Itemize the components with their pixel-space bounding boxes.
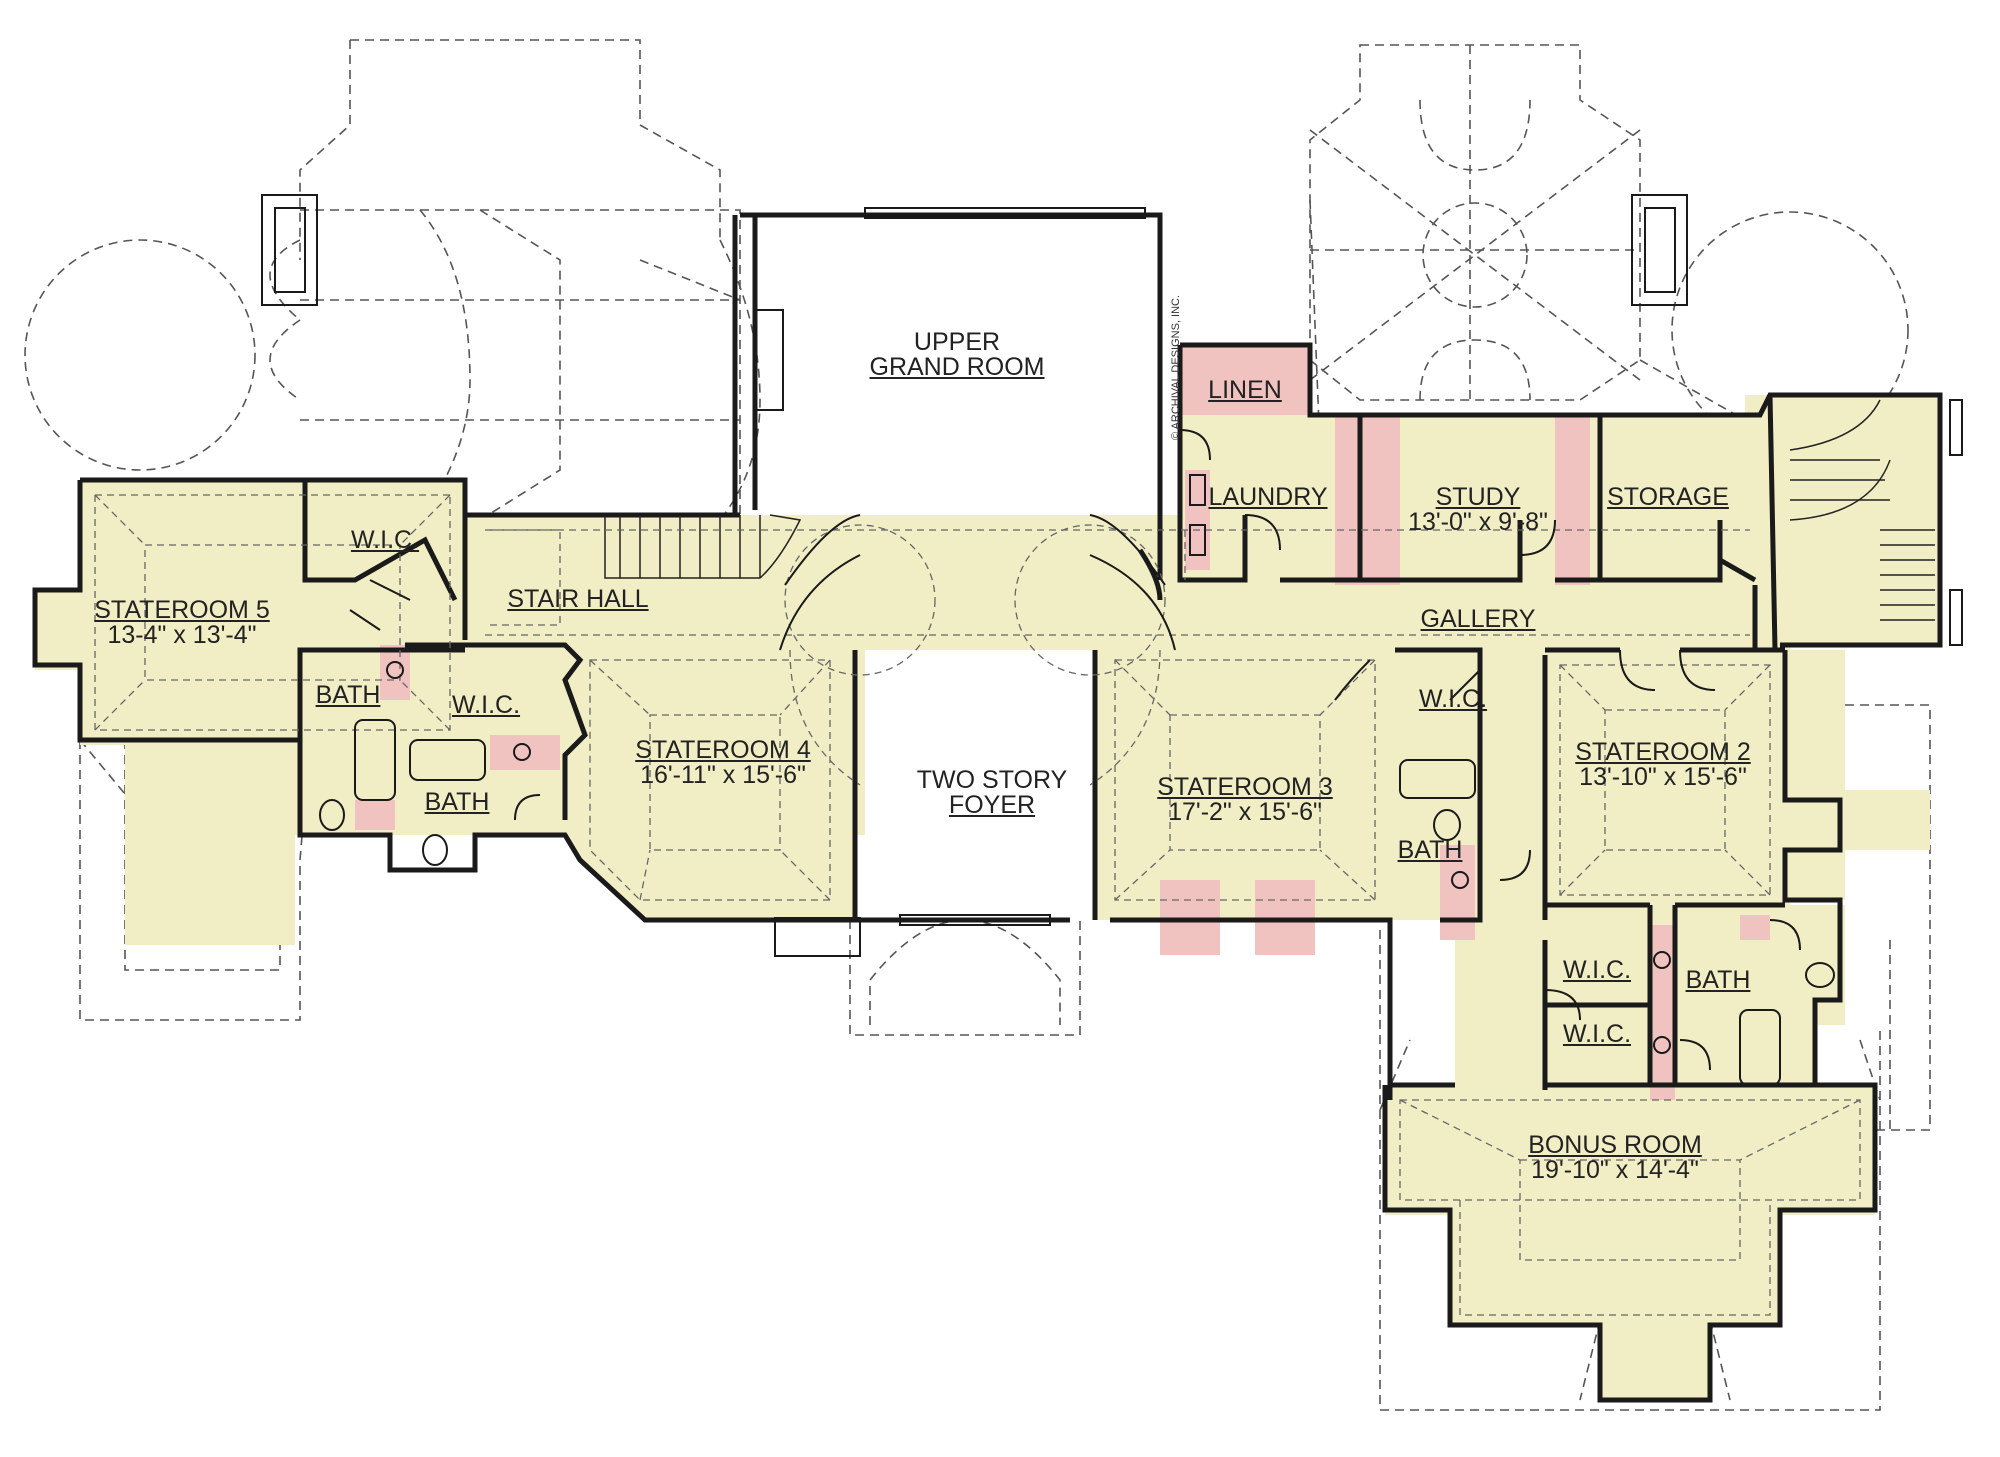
room-wic-2b: W.I.C. [1563,1022,1631,1047]
room-name: STATEROOM 5 [94,596,270,624]
room-label-line2: GRAND ROOM [869,353,1045,381]
room-name: W.I.C. [1562,956,1632,984]
room-name: W.I.C. [451,691,521,719]
room-wic-2a: W.I.C. [1563,958,1631,983]
room-label-line1: UPPER [913,328,1001,356]
room-name: BATH [315,681,381,709]
room-name: STATEROOM 4 [635,736,811,764]
room-upper-grand-room: UPPER GRAND ROOM [870,330,1045,380]
room-linen: LINEN [1208,378,1282,403]
room-name: BATH [424,788,490,816]
walls [32,212,1943,1403]
room-name: STUDY [1435,483,1521,511]
room-dimensions: 17'-2" x 15'-6" [1168,798,1322,826]
room-dimensions: 13'-0" x 9'-8" [1408,508,1548,536]
room-name: W.I.C. [1418,685,1488,713]
room-bath-4: BATH [425,790,490,815]
room-stateroom-2: STATEROOM 2 13'-10" x 15'-6" [1575,740,1750,790]
fixtures [319,474,1835,1086]
room-two-story-foyer: TWO STORY FOYER [917,768,1067,818]
room-name: GALLERY [1420,605,1536,633]
room-name: W.I.C. [350,526,420,554]
room-dimensions: 19'-10" x 14'-4" [1531,1156,1699,1184]
room-name: STAIR HALL [507,585,649,613]
room-bath-5: BATH [316,683,381,708]
room-wic-4: W.I.C. [452,693,520,718]
room-stateroom-4: STATEROOM 4 16'-11" x 15'-6" [635,738,810,788]
room-stair-hall: STAIR HALL [507,587,648,612]
room-name: STATEROOM 3 [1157,773,1333,801]
windows [261,194,1963,957]
room-wic-3: W.I.C. [1419,687,1487,712]
room-laundry: LAUNDRY [1208,485,1327,510]
stairs [604,399,1935,621]
room-name: BONUS ROOM [1528,1131,1702,1159]
room-name: LAUNDRY [1208,483,1328,511]
copyright-credit: © ARCHIVAL DESIGNS, INC. [1170,294,1182,440]
room-stateroom-3: STATEROOM 3 17'-2" x 15'-6" [1157,775,1332,825]
room-name: LINEN [1208,376,1282,404]
room-fills [35,395,1940,1400]
room-gallery: GALLERY [1421,607,1536,632]
room-name: STATEROOM 2 [1575,738,1751,766]
room-bath-2: BATH [1686,968,1751,993]
doors [349,429,1801,1071]
room-stateroom-5: STATEROOM 5 13-4" x 13'-4" [94,598,269,648]
room-dimensions: 13-4" x 13'-4" [107,621,257,649]
room-name: BATH [1685,966,1751,994]
room-storage: STORAGE [1607,485,1729,510]
room-wic-5: W.I.C. [351,528,419,553]
room-study: STUDY 13'-0" x 9'-8" [1408,485,1548,535]
room-name: BATH [1397,836,1463,864]
ceiling-details [94,494,1861,1316]
room-label-line1: TWO STORY [916,766,1068,794]
room-bath-3: BATH [1398,838,1463,863]
room-name: W.I.C. [1562,1020,1632,1048]
room-dimensions: 16'-11" x 15'-6" [640,761,806,789]
room-label-line2: FOYER [948,791,1036,819]
room-name: STORAGE [1607,483,1729,511]
room-dimensions: 13'-10" x 15'-6" [1579,763,1747,791]
room-bonus-room: BONUS ROOM 19'-10" x 14'-4" [1528,1133,1702,1183]
